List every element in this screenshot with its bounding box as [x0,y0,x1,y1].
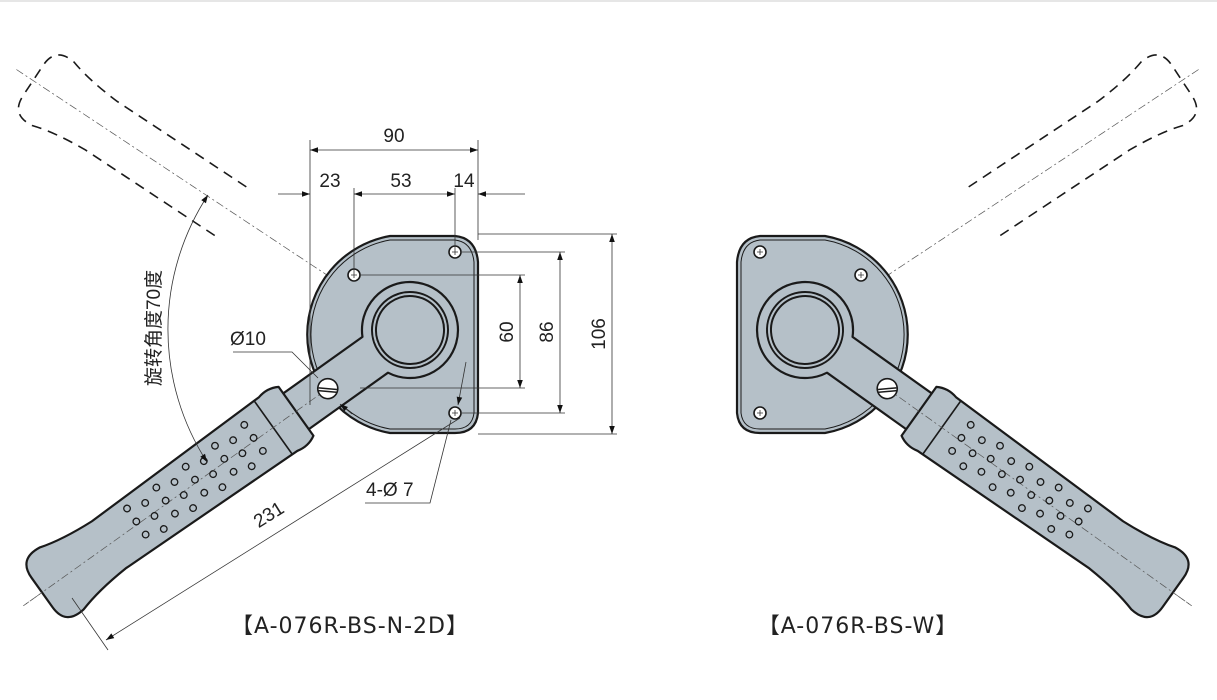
dimension-90: 90 [309,126,479,405]
svg-text:Ø10: Ø10 [230,329,266,350]
svg-text:90: 90 [383,126,404,147]
model-label-right: 【A-076R-BS-W】 [758,614,959,639]
dimension-86: 86 [462,251,565,414]
svg-text:106: 106 [589,318,610,350]
svg-text:4-Ø 7: 4-Ø 7 [366,480,414,501]
left-latch-view: 90 23 53 14 60 86 106 [0,35,617,651]
dimension-23-53-14: 23 53 14 [278,171,525,272]
handle [736,261,1217,647]
svg-text:53: 53 [390,171,411,192]
rotation-angle-annotation: 旋转角度70度 [143,194,209,463]
model-label-left: 【A-076R-BS-N-2D】 [231,614,469,639]
svg-text:旋转角度70度: 旋转角度70度 [143,270,165,386]
dimension-mount-holes: 4-Ø 7 [365,361,467,504]
right-latch-view [735,35,1217,647]
svg-text:86: 86 [537,321,558,342]
dimension-106: 106 [478,233,617,435]
handle [0,261,479,647]
svg-text:60: 60 [497,321,518,342]
dimension-screw-diameter: Ø10 [230,329,353,415]
svg-text:23: 23 [319,171,340,192]
dimension-60: 60 [360,274,525,389]
svg-text:231: 231 [250,498,288,533]
svg-text:14: 14 [453,171,475,192]
